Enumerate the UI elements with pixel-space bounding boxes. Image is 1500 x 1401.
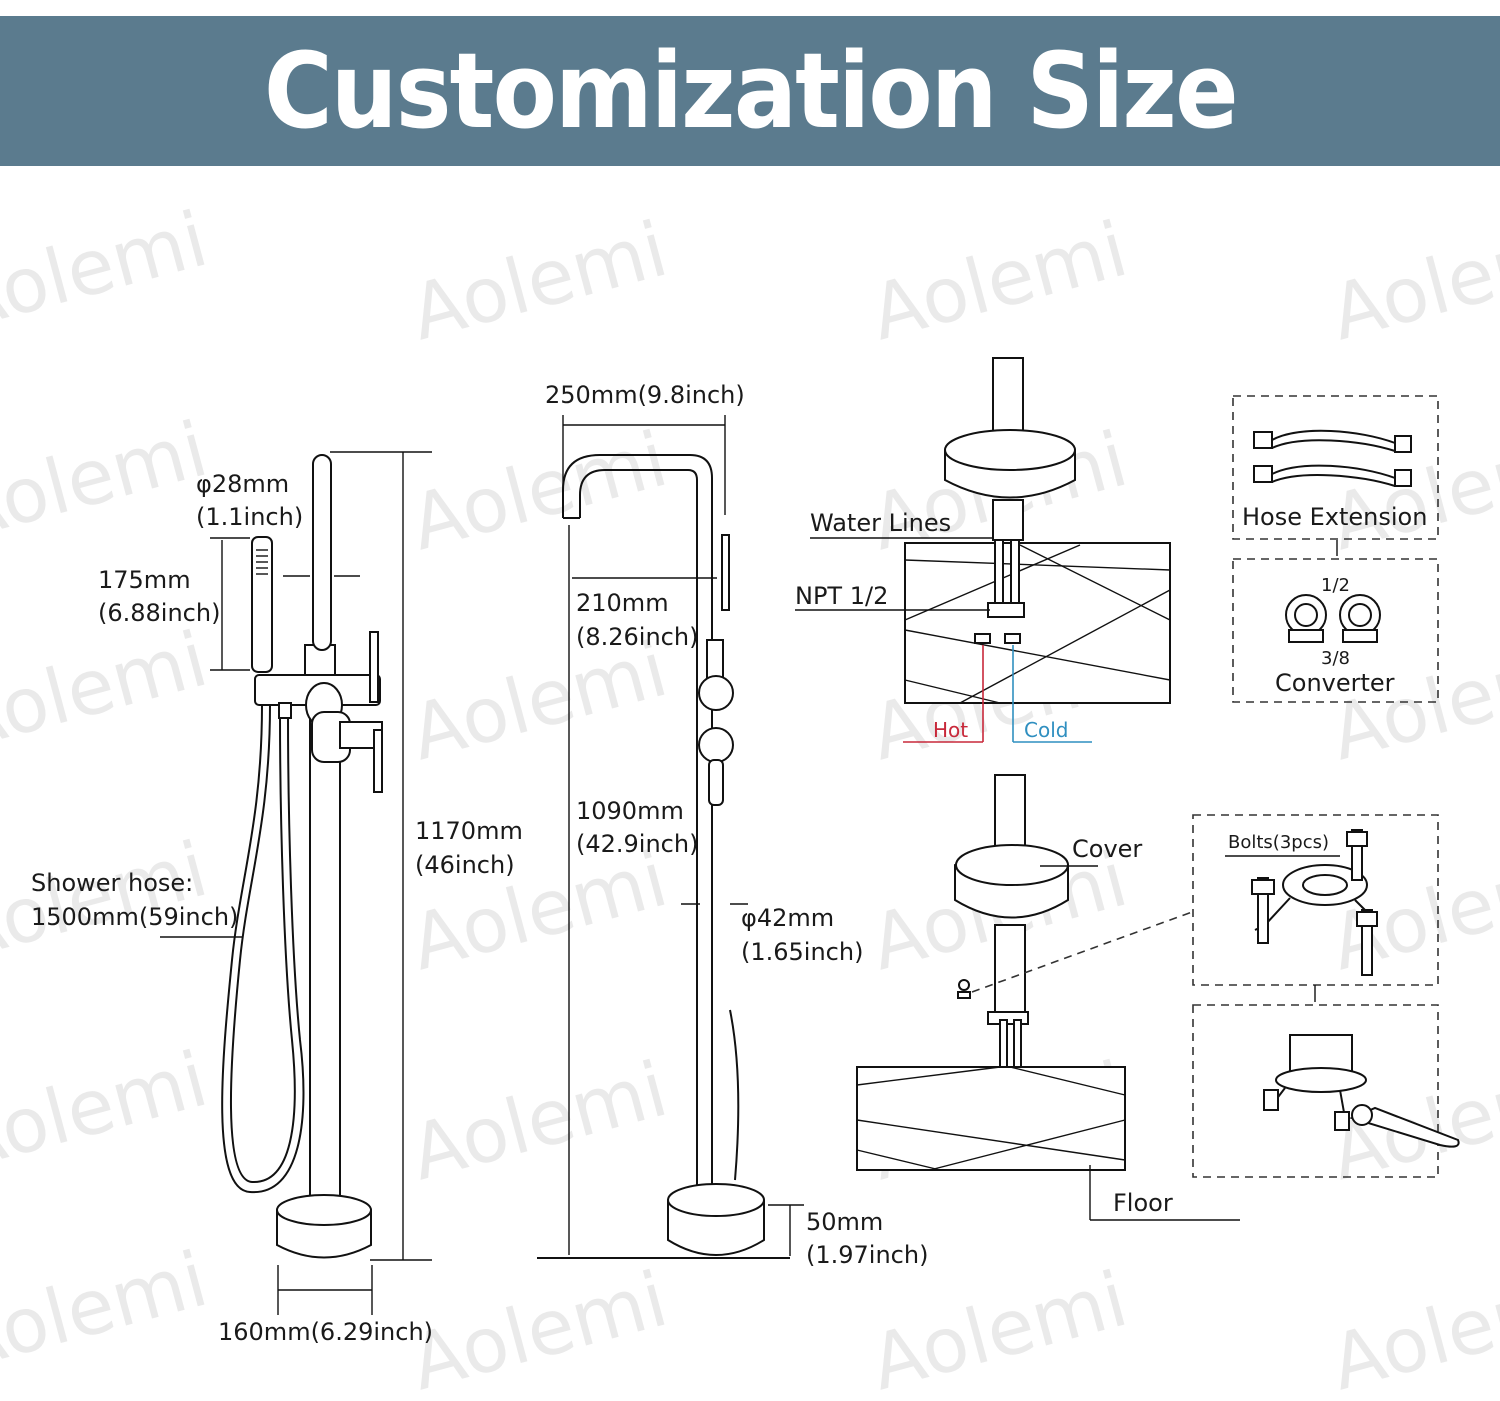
handshower-length-mm: 175mm bbox=[98, 566, 191, 594]
pipe-diameter-mm: φ42mm bbox=[741, 904, 834, 932]
watermark: Aolemi bbox=[402, 1254, 676, 1401]
shower-hose-label: Shower hose: bbox=[31, 869, 193, 897]
cold-label: Cold bbox=[1024, 718, 1068, 742]
spout-height-mm: 1090mm bbox=[576, 797, 684, 825]
cover-label: Cover bbox=[1072, 835, 1142, 863]
npt-label: NPT 1/2 bbox=[795, 582, 888, 610]
base-diameter: 160mm(6.29inch) bbox=[218, 1318, 433, 1346]
spout-reach-mm: 210mm bbox=[576, 589, 669, 617]
wrench-panel bbox=[1192, 1004, 1460, 1178]
base-height-inch: (1.97inch) bbox=[806, 1241, 928, 1269]
handle-diameter-mm: φ28mm bbox=[196, 470, 289, 498]
handle-diameter-inch: (1.1inch) bbox=[196, 503, 303, 531]
watermark: Aolemi bbox=[0, 1234, 216, 1387]
watermark: Aolemi bbox=[0, 614, 216, 767]
main-pipe bbox=[309, 689, 341, 1211]
middle-dimensions: 250mm(9.8inch) 210mm (8.26inch) 1090mm (… bbox=[545, 381, 928, 1269]
spout-span: 250mm(9.8inch) bbox=[545, 381, 745, 409]
spout-reach-inch: (8.26inch) bbox=[576, 623, 698, 651]
page-title: Customization Size bbox=[263, 30, 1239, 152]
converter-top-size: 1/2 bbox=[1321, 575, 1350, 596]
bolts-panel: Bolts(3pcs) bbox=[1192, 814, 1439, 1002]
watermark: Aolemi bbox=[1322, 834, 1500, 987]
converter-bottom-size: 3/8 bbox=[1321, 648, 1350, 669]
floor-label: Floor bbox=[1113, 1189, 1173, 1217]
converter-panel: 1/2 3/8 Converter bbox=[1232, 558, 1439, 703]
watermark: Aolemi bbox=[0, 194, 216, 347]
converter-label: Converter bbox=[1275, 669, 1395, 697]
hose-extension-panel: Hose Extension bbox=[1232, 395, 1439, 556]
pipe-diameter-inch: (1.65inch) bbox=[741, 938, 863, 966]
watermark: Aolemi bbox=[862, 1254, 1136, 1401]
side-handle-bar bbox=[721, 534, 730, 611]
total-height-mm: 1170mm bbox=[415, 817, 523, 845]
handshower bbox=[251, 536, 273, 673]
bolts-label: Bolts(3pcs) bbox=[1228, 832, 1329, 853]
watermark: Aolemi bbox=[1322, 204, 1500, 357]
left-dimensions: φ28mm (1.1inch) 175mm (6.88inch) Shower … bbox=[31, 451, 523, 1346]
hose-extension-label: Hose Extension bbox=[1242, 503, 1427, 531]
faucet-front-view bbox=[221, 454, 383, 1259]
watermark: Aolemi bbox=[402, 414, 676, 567]
shower-hose-value: 1500mm(59inch) bbox=[31, 903, 238, 931]
water-lines-label: Water Lines bbox=[810, 509, 951, 537]
shower-hose bbox=[221, 704, 305, 1194]
spout-height-inch: (42.9inch) bbox=[576, 830, 698, 858]
watermark: Aolemi bbox=[862, 204, 1136, 357]
water-lines-install: Water Lines NPT 1/2 Hot Cold bbox=[795, 357, 1171, 743]
watermark: Aolemi bbox=[402, 1044, 676, 1197]
base-height-mm: 50mm bbox=[806, 1208, 883, 1236]
cover-floor-install: Cover Floor bbox=[856, 774, 1240, 1221]
watermark: Aolemi bbox=[0, 1034, 216, 1187]
watermark: Aolemi bbox=[0, 404, 216, 557]
handshower-holder bbox=[312, 454, 332, 651]
title-banner: Customization Size bbox=[0, 16, 1500, 166]
watermark: Aolemi bbox=[402, 204, 676, 357]
spout bbox=[562, 454, 713, 1210]
faucet-side-view bbox=[537, 454, 790, 1259]
hot-label: Hot bbox=[933, 718, 968, 742]
watermark: Aolemi bbox=[1322, 1254, 1500, 1401]
watermark: Aolemi bbox=[0, 824, 216, 977]
handshower-length-inch: (6.88inch) bbox=[98, 599, 220, 627]
total-height-inch: (46inch) bbox=[415, 851, 515, 879]
